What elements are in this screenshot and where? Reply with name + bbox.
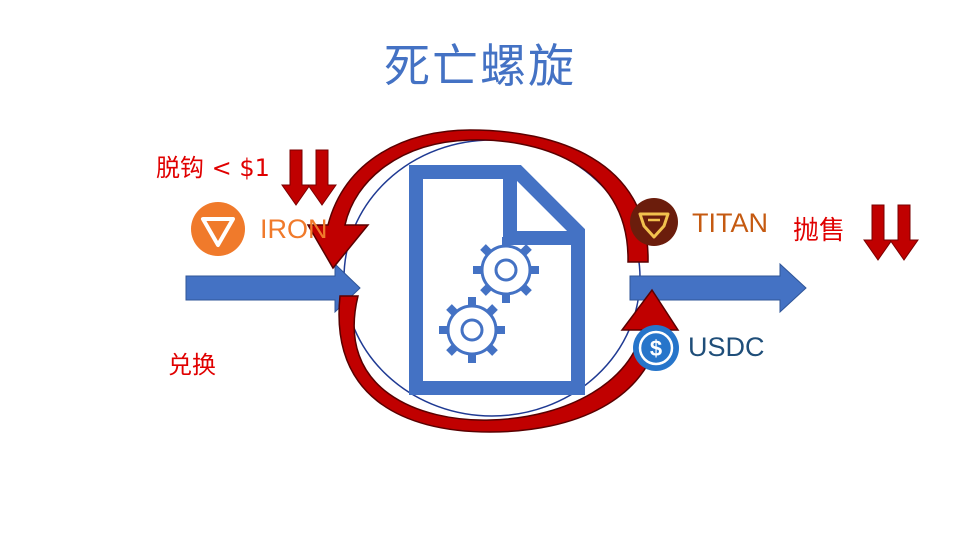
iron-logo-icon — [191, 202, 245, 256]
double-down-arrow-left — [281, 149, 337, 206]
inflow-arrow — [185, 262, 361, 314]
spiral-arrow-top — [306, 129, 649, 270]
swap-label: 兑换 — [168, 351, 216, 379]
iron-label: IRON — [260, 214, 328, 244]
usdc-label: USDC — [688, 332, 765, 362]
spiral-arrow-bottom — [338, 288, 680, 433]
document-gears-icon — [409, 165, 585, 395]
titan-logo-icon — [630, 198, 678, 246]
titan-label: TITAN — [692, 208, 768, 238]
svg-text:$: $ — [650, 336, 662, 361]
page-title: 死亡螺旋 — [384, 39, 576, 93]
double-down-arrow-right — [863, 204, 919, 261]
usdc-logo-icon: $ — [633, 325, 679, 371]
depeg-label: 脱钩 < $1 — [156, 154, 270, 182]
sell-label: 抛售 — [793, 216, 846, 246]
